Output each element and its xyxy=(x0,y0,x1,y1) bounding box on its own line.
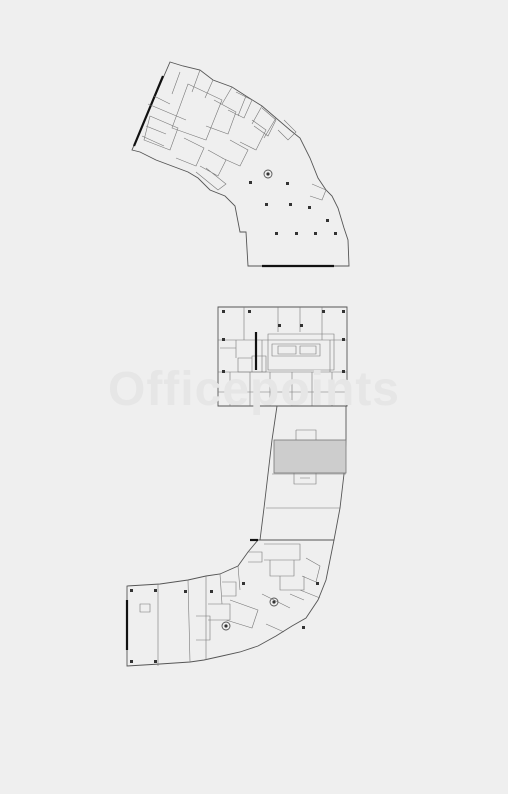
middle-wing-columns xyxy=(222,310,345,373)
middle-wing-core xyxy=(237,333,335,373)
middle-wing xyxy=(217,306,348,407)
lower-wing-stair-center-west xyxy=(224,624,228,628)
lower-wing-stair-icon-east xyxy=(269,597,279,607)
highlighted-office-unit xyxy=(273,439,347,474)
lower-wing-stair-icon-west xyxy=(221,621,231,631)
upper-wing-stair-icon xyxy=(263,169,273,179)
lower-wing-stair-center-east xyxy=(272,600,276,604)
upper-wing-partitions xyxy=(171,69,277,139)
lower-wing-columns xyxy=(130,582,319,663)
connector-details xyxy=(266,429,346,509)
lower-wing xyxy=(125,538,335,667)
middle-wing-grid xyxy=(218,307,347,406)
upper-wing-outline xyxy=(131,61,350,267)
lower-wing-partitions xyxy=(139,543,321,666)
upper-wing xyxy=(131,61,350,268)
upper-wing-west-facade xyxy=(132,75,165,147)
middle-wing-outline xyxy=(217,306,348,407)
upper-wing-columns xyxy=(249,181,337,235)
upper-wing-core xyxy=(141,83,327,201)
connector xyxy=(259,405,347,541)
upper-wing-stair-center xyxy=(266,172,270,176)
